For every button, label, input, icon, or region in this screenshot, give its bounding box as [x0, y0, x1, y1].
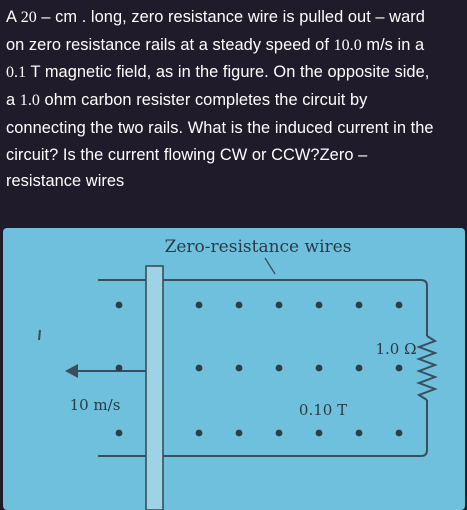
- field-dot: [195, 301, 203, 309]
- velocity-arrow-head: [65, 364, 78, 378]
- field-dot: [235, 364, 243, 372]
- field-dot: [315, 301, 323, 309]
- field-dot: [275, 301, 283, 309]
- field-dot: [195, 429, 203, 437]
- question-line-7: resistance wires: [6, 172, 125, 191]
- field-dot: [355, 301, 363, 309]
- field-dots: [115, 301, 403, 437]
- field-dot: [395, 364, 403, 372]
- circuit-figure: Zero-resistance wires 1.0 Ω 10 m/s 0.10 …: [3, 228, 465, 510]
- resistance-label: 1.0 Ω: [375, 340, 416, 358]
- circuit-diagram: Zero-resistance wires 1.0 Ω 10 m/s 0.10 …: [38, 237, 438, 510]
- sliding-bar: [145, 265, 164, 510]
- field-dot: [275, 429, 283, 437]
- field-dot: [315, 429, 323, 437]
- question-line-3: 0.1 T magnetic field, as in the figure. …: [6, 63, 430, 82]
- field-dot: [115, 301, 123, 309]
- question-line-1: A 20 – cm . long, zero resistance wire i…: [6, 8, 425, 26]
- field-dot: [115, 364, 123, 372]
- field-dot: [395, 301, 403, 309]
- question-line-2: on zero resistance rails at a steady spe…: [6, 35, 425, 54]
- field-label: 0.10 T: [299, 401, 347, 419]
- caption-label: Zero-resistance wires: [165, 237, 352, 257]
- caption-pointer: [264, 257, 276, 275]
- field-dot: [195, 364, 203, 372]
- field-dot: [275, 364, 283, 372]
- field-dot: [235, 429, 243, 437]
- resistor: [416, 335, 438, 401]
- field-dot: [355, 429, 363, 437]
- question-line-6: circuit? Is the current flowing CW or CC…: [6, 145, 368, 164]
- question-line-5: connecting the two rails. What is the in…: [6, 118, 434, 137]
- field-dot: [235, 301, 243, 309]
- edge-mark: [38, 329, 41, 341]
- field-dot: [355, 364, 363, 372]
- field-dot: [395, 429, 403, 437]
- question-text: A 20 – cm . long, zero resistance wire i…: [6, 4, 464, 195]
- speed-label: 10 m/s: [70, 396, 121, 414]
- field-dot: [315, 364, 323, 372]
- field-dot: [115, 429, 123, 437]
- question-line-4: a 1.0 ohm carbon resister completes the …: [6, 91, 368, 110]
- top-rail: [98, 279, 428, 336]
- bottom-rail: [98, 400, 428, 457]
